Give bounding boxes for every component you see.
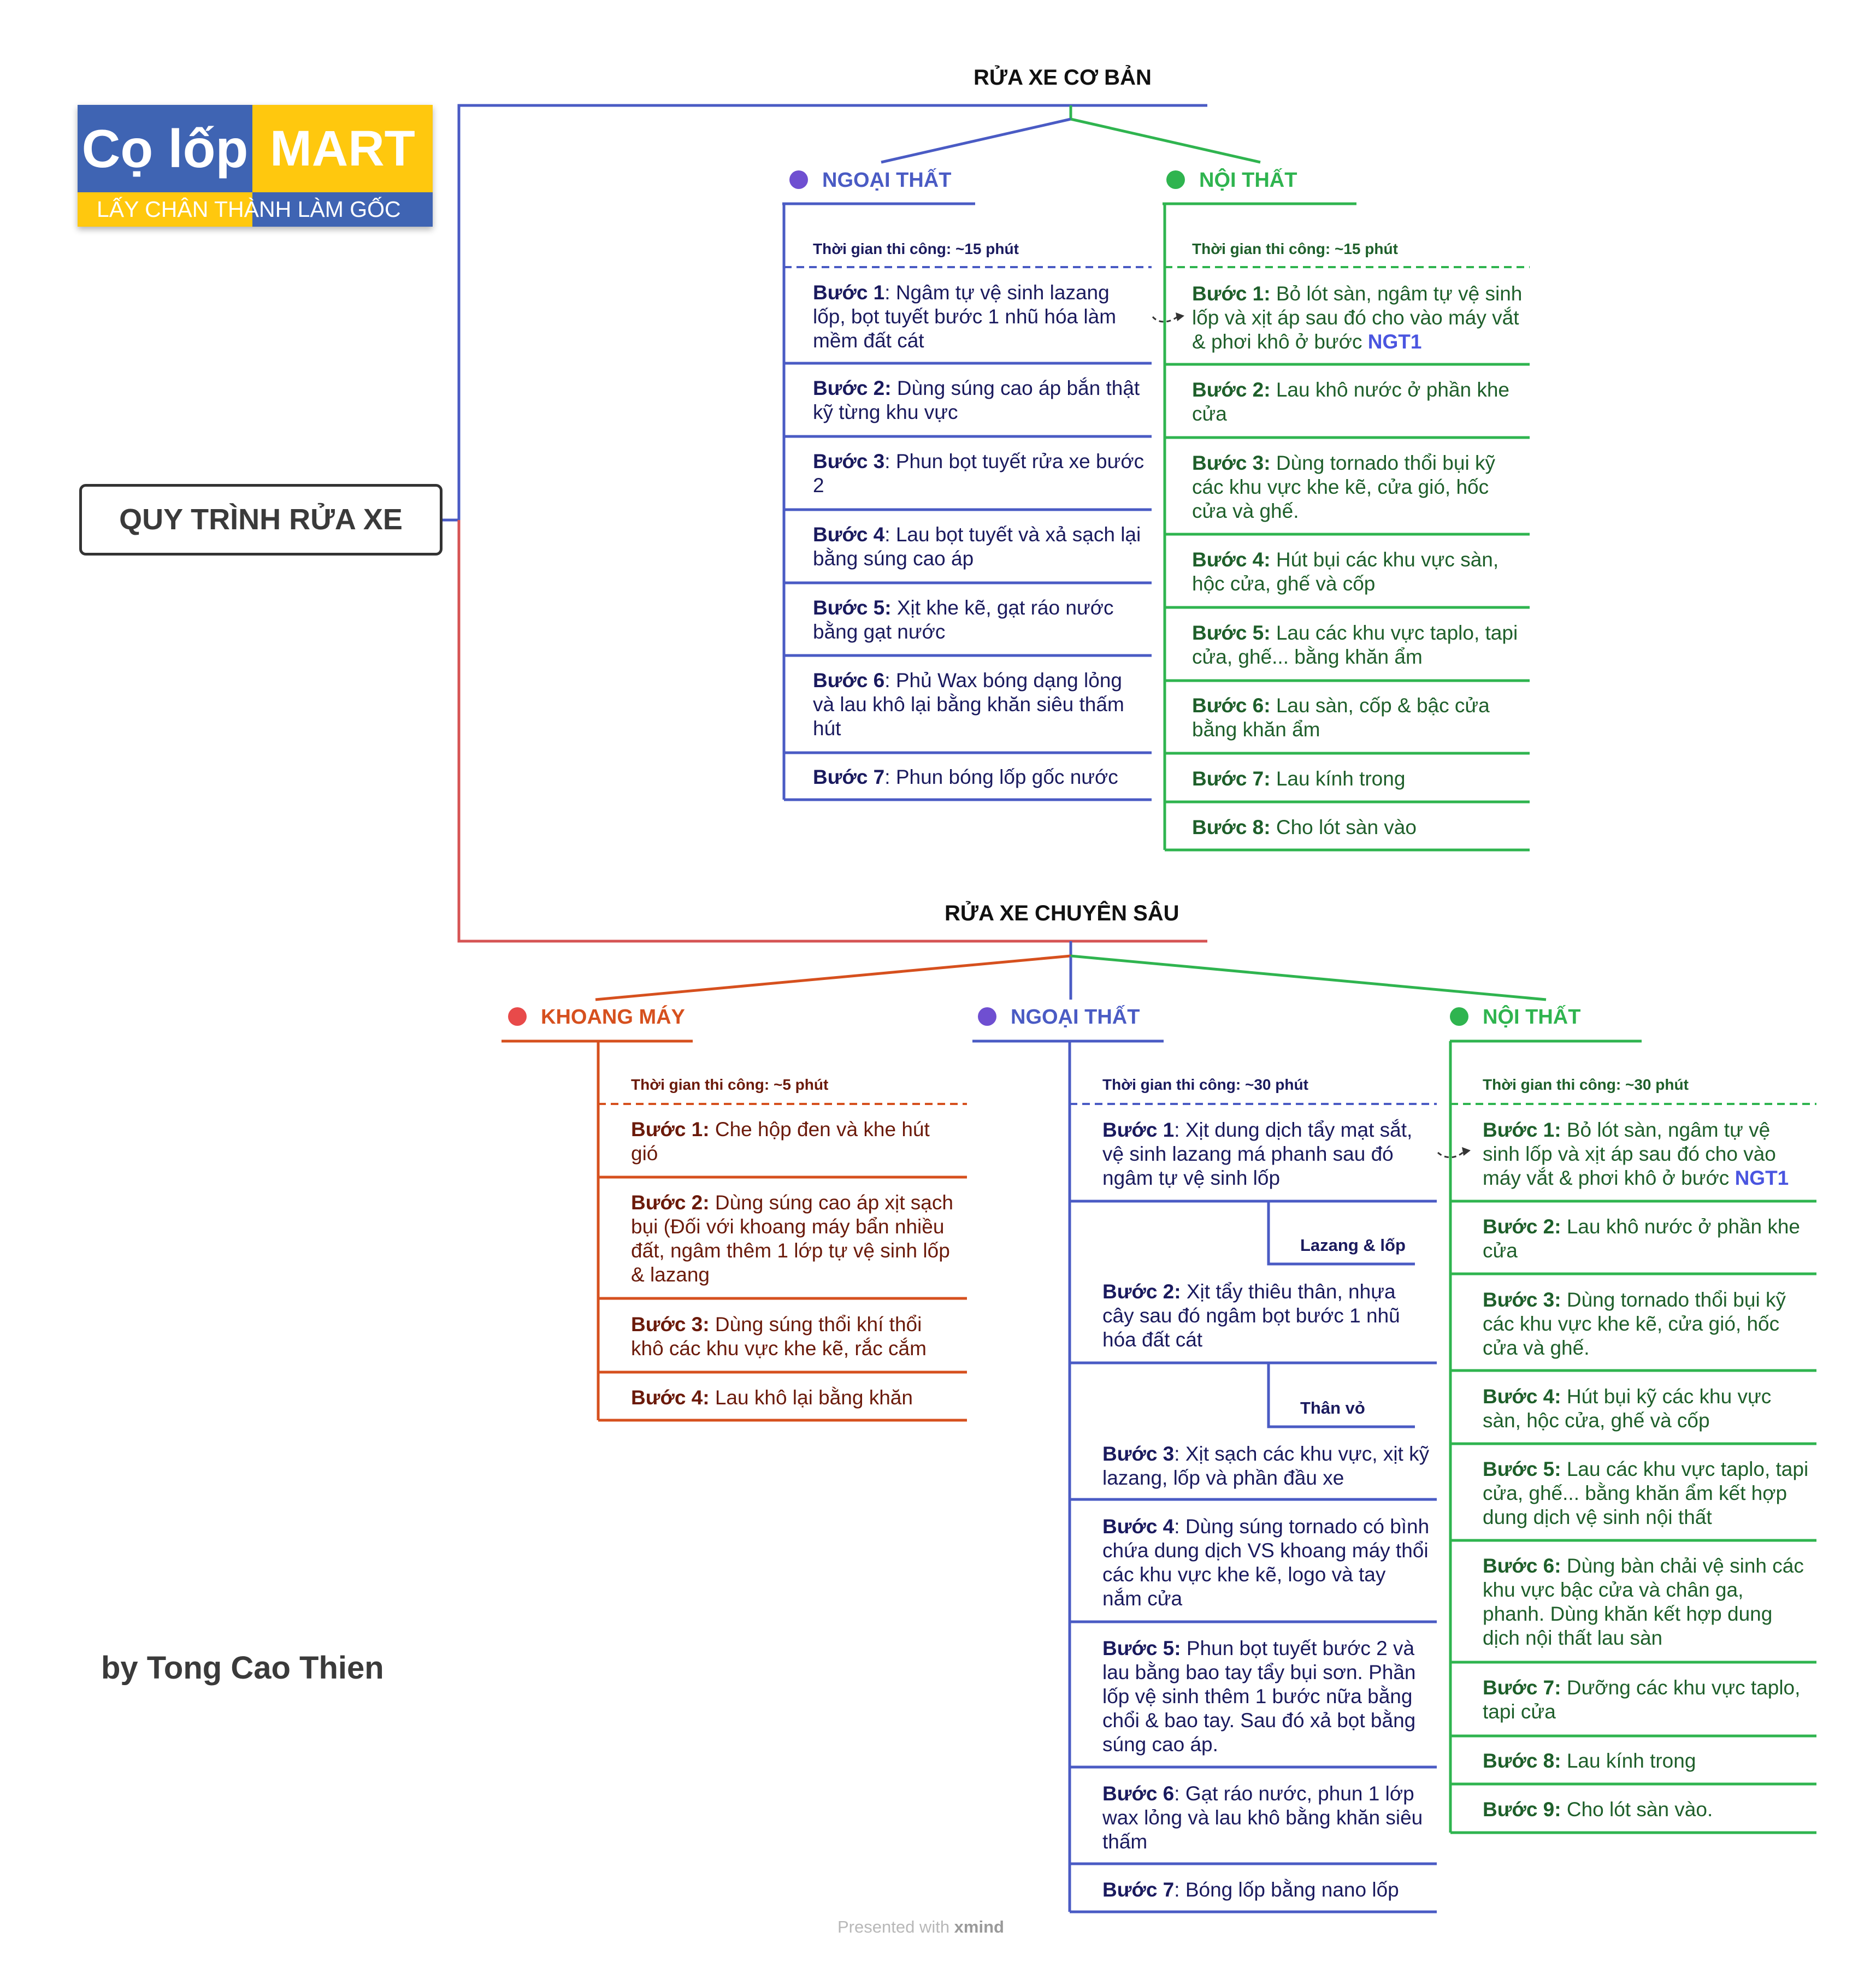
step-item[interactable]: Bước 6: Gạt ráo nước, phun 1 lớp wax lỏn… xyxy=(1102,1782,1423,1853)
step-item[interactable]: Bước 9: Cho lót sàn vào. xyxy=(1483,1798,1713,1821)
step-item[interactable]: Bước 2: Lau khô nước ở phần khe cửa xyxy=(1483,1215,1800,1262)
step-item[interactable]: Bước 3: Xịt sạch các khu vực, xịt kỹ laz… xyxy=(1102,1443,1430,1489)
branch-label: NỘI THẤT xyxy=(1483,1006,1581,1029)
step-item[interactable]: Bước 2: Dùng súng cao áp xịt sạch bụi (Đ… xyxy=(631,1191,953,1286)
branch-label: NGOẠI THẤT xyxy=(822,169,952,192)
sub-branch-body[interactable]: Thân vỏ xyxy=(1300,1398,1365,1417)
step-item[interactable]: Bước 1: Bỏ lót sàn, ngâm tự vệ sinh lốp … xyxy=(1192,282,1523,353)
branch-label: KHOANG MÁY xyxy=(541,1006,685,1029)
step-item[interactable]: Bước 2: Dùng súng cao áp bắn thật kỹ từn… xyxy=(813,377,1140,423)
step-item[interactable]: Bước 5: Xịt khe kẽ, gạt ráo nước bằng gạ… xyxy=(813,596,1114,643)
step-item[interactable]: Bước 7: Dưỡng các khu vực taplo, tapi cử… xyxy=(1483,1676,1801,1723)
step-item[interactable]: Bước 4: Lau bọt tuyết và xả sạch lại bằn… xyxy=(813,523,1141,570)
logo-text-left: Cọ lốp xyxy=(78,105,252,192)
deep-interior-branch[interactable]: NỘI THẤT xyxy=(1450,1001,1580,1033)
sub-branch-rim-tire[interactable]: Lazang & lốp xyxy=(1300,1236,1406,1255)
step-item[interactable]: Bước 8: Lau kính trong xyxy=(1483,1750,1696,1772)
purple-dot-icon xyxy=(978,1007,996,1026)
step-item[interactable]: Bước 6: Lau sàn, cốp & bậc cửa bằng khăn… xyxy=(1192,694,1490,741)
time-label: Thời gian thi công: ~5 phút xyxy=(631,1076,829,1093)
root-topic[interactable]: QUY TRÌNH RỬA XE xyxy=(79,484,443,556)
step-item[interactable]: Bước 1: Ngâm tự vệ sinh lazang lốp, bọt … xyxy=(813,281,1117,352)
green-dot-icon xyxy=(1450,1007,1468,1026)
purple-dot-icon xyxy=(789,170,808,189)
time-label: Thời gian thi công: ~15 phút xyxy=(1192,240,1398,257)
logo-text-right: MART xyxy=(252,105,433,192)
step-item[interactable]: Bước 4: Dùng súng tornado có bình chứa d… xyxy=(1102,1515,1430,1610)
step-item[interactable]: Bước 7: Phun bóng lốp gốc nước xyxy=(813,766,1118,788)
step-item[interactable]: Bước 7: Bóng lốp bằng nano lốp xyxy=(1102,1879,1399,1901)
footer-brand: xmind xyxy=(954,1917,1004,1936)
step-item[interactable]: Bước 6: Phủ Wax bóng dạng lỏng và lau kh… xyxy=(813,669,1124,740)
author-label: by Tong Cao Thien xyxy=(101,1650,384,1686)
footer-credit: Presented with xmind xyxy=(837,1917,1004,1937)
step-item[interactable]: Bước 1: Che hộp đen và khe hút gió xyxy=(631,1118,930,1165)
basic-exterior-branch[interactable]: NGOẠI THẤT xyxy=(789,164,951,197)
step-item[interactable]: Bước 3: Dùng tornado thổi bụi kỹ các khu… xyxy=(1483,1289,1786,1359)
basic-interior-branch[interactable]: NỘI THẤT xyxy=(1166,164,1297,197)
deep-exterior-branch[interactable]: NGOẠI THẤT xyxy=(978,1001,1140,1033)
step-item[interactable]: Bước 2: Xịt tẩy thiêu thân, nhựa cây sau… xyxy=(1102,1280,1400,1351)
step-item[interactable]: Bước 4: Hút bụi kỹ các khu vực sàn, hộc … xyxy=(1483,1385,1772,1432)
time-label: Thời gian thi công: ~30 phút xyxy=(1483,1076,1689,1093)
step-item[interactable]: Bước 3: Dùng súng thổi khí thổi khô các … xyxy=(631,1313,927,1360)
time-label: Thời gian thi công: ~15 phút xyxy=(813,240,1019,257)
step-item[interactable]: Bước 3: Dùng tornado thổi bụi kỹ các khu… xyxy=(1192,452,1495,522)
branch-label: NỘI THẤT xyxy=(1199,169,1297,192)
time-label: Thời gian thi công: ~30 phút xyxy=(1102,1076,1308,1093)
step-item[interactable]: Bước 3: Phun bọt tuyết rửa xe bước 2 xyxy=(813,450,1145,497)
branch-label: NGOẠI THẤT xyxy=(1011,1006,1140,1029)
red-dot-icon xyxy=(508,1007,527,1026)
deep-engine-branch[interactable]: KHOANG MÁY xyxy=(508,1001,685,1033)
green-dot-icon xyxy=(1166,170,1185,189)
step-item[interactable]: Bước 2: Lau khô nước ở phần khe cửa xyxy=(1192,379,1509,425)
footer-prefix: Presented with xyxy=(837,1917,954,1936)
step-item[interactable]: Bước 5: Lau các khu vực taplo, tapi cửa,… xyxy=(1192,622,1518,668)
step-item[interactable]: Bước 8: Cho lót sàn vào xyxy=(1192,816,1417,838)
step-item[interactable]: Bước 5: Phun bọt tuyết bước 2 và lau bằn… xyxy=(1102,1637,1416,1756)
step-item[interactable]: Bước 1: Bỏ lót sàn, ngâm tự vệ sinh lốp … xyxy=(1483,1119,1789,1189)
step-item[interactable]: Bước 1: Xịt dung dịch tẩy mạt sắt, vệ si… xyxy=(1102,1119,1413,1189)
step-item[interactable]: Bước 4: Hút bụi các khu vực sàn, hộc cửa… xyxy=(1192,548,1499,595)
step-item[interactable]: Bước 6: Dùng bàn chải vệ sinh các khu vự… xyxy=(1483,1555,1804,1649)
logo: Cọ lốp MART LẤY CHÂN THÀNH LÀM GỐC xyxy=(78,105,433,227)
logo-slogan: LẤY CHÂN THÀNH LÀM GỐC xyxy=(78,192,433,227)
basic-wash-title[interactable]: RỬA XE CƠ BẢN xyxy=(974,66,1152,90)
step-item[interactable]: Bước 5: Lau các khu vực taplo, tapi cửa,… xyxy=(1483,1458,1809,1528)
deep-wash-title[interactable]: RỬA XE CHUYÊN SÂU xyxy=(945,901,1179,925)
step-item[interactable]: Bước 4: Lau khô lại bằng khăn xyxy=(631,1386,913,1409)
step-item[interactable]: Bước 7: Lau kính trong xyxy=(1192,767,1406,790)
